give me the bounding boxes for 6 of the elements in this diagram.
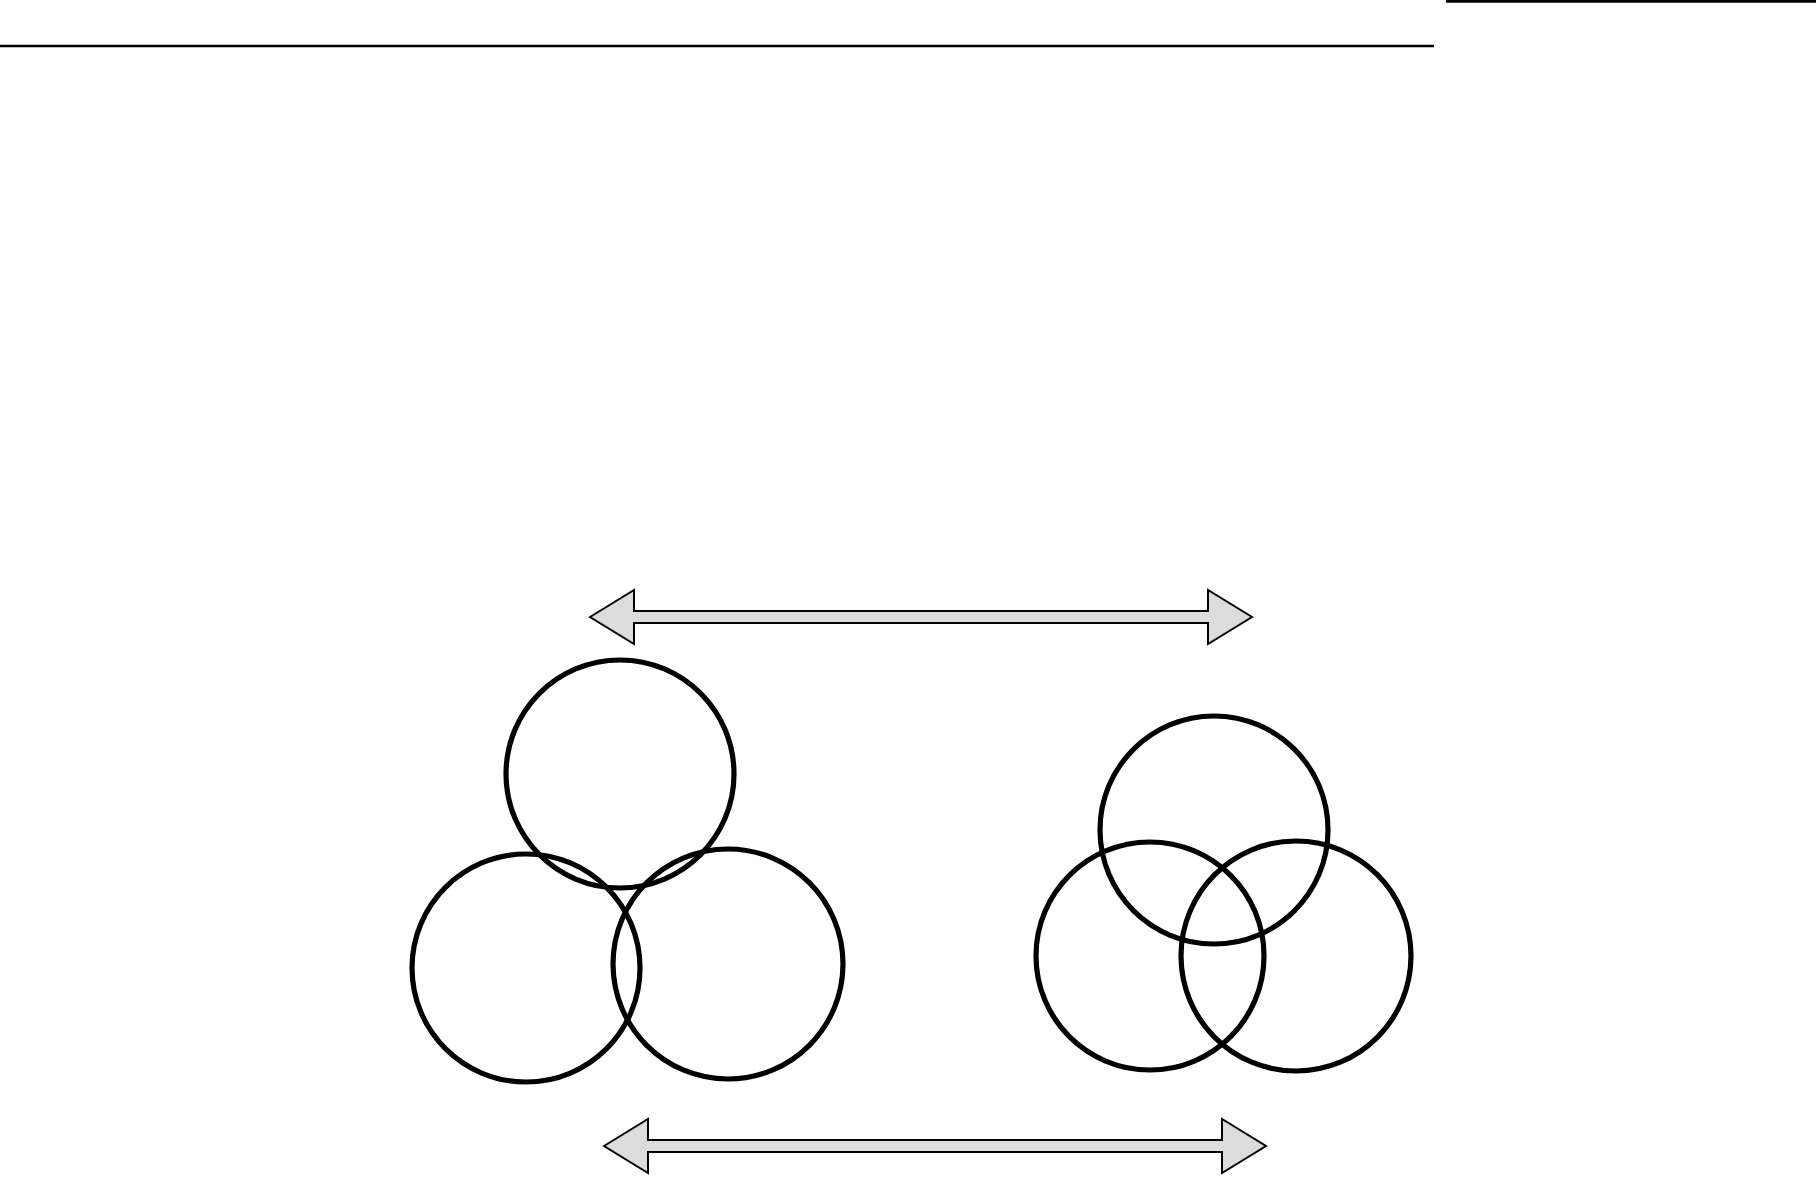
circle <box>1097 713 1331 947</box>
circle <box>1033 839 1267 1073</box>
circle <box>503 657 737 891</box>
circle <box>409 851 643 1085</box>
circle <box>1178 838 1414 1074</box>
circle <box>610 846 846 1082</box>
